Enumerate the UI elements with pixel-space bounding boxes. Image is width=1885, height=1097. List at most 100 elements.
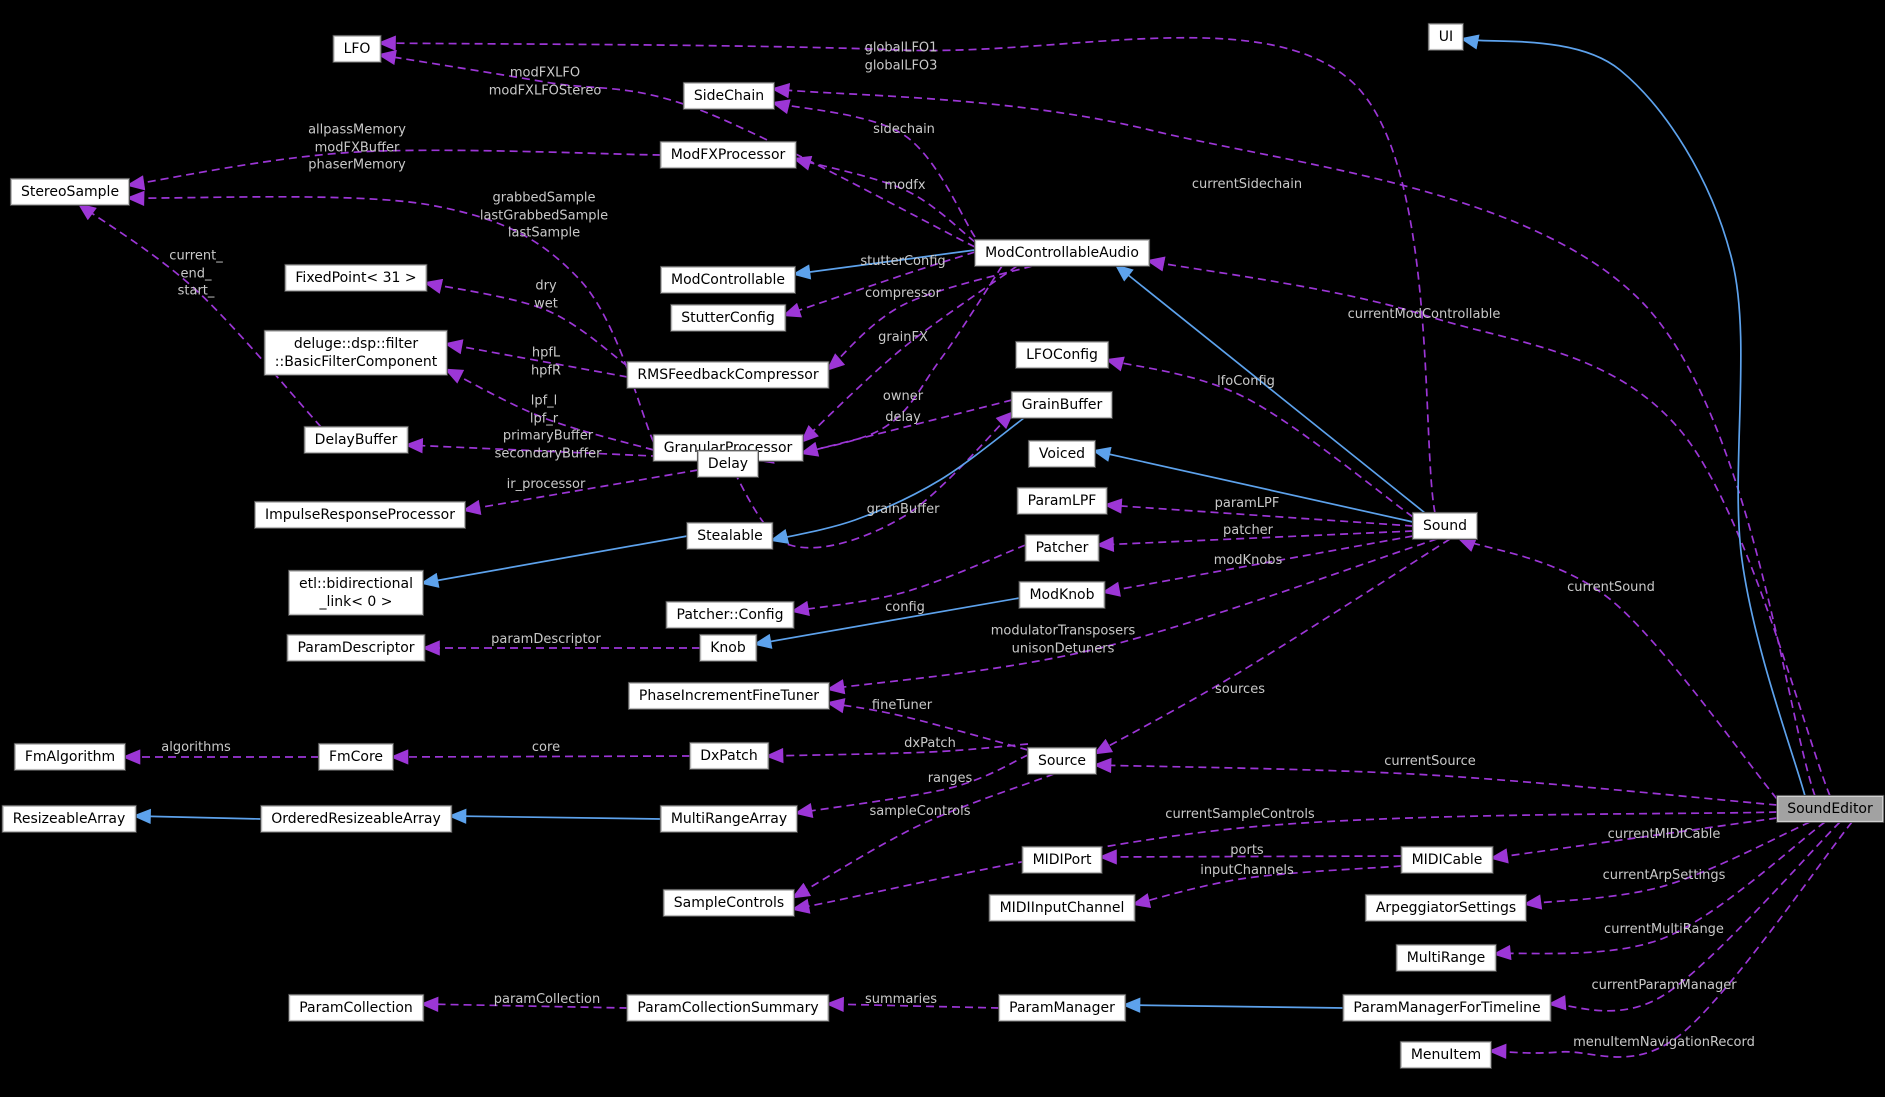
edge-label-modfx: modfx bbox=[884, 178, 926, 194]
edge-grainbuffer-stealable bbox=[769, 417, 1025, 544]
node-basicfiltercomponent[interactable]: deluge::dsp::filter ::BasicFilterCompone… bbox=[264, 330, 448, 376]
node-etl_bidirectional_link[interactable]: etl::bidirectional _link< 0 > bbox=[288, 570, 424, 616]
edge-label-ir_processor: ir_processor bbox=[506, 477, 586, 493]
edge-label-currentMultiRange: currentMultiRange bbox=[1604, 922, 1724, 938]
node-source[interactable]: Source bbox=[1027, 747, 1097, 775]
edge-label-patcher: patcher bbox=[1222, 523, 1274, 539]
edge-delaybuffer-stereosample bbox=[77, 203, 322, 428]
edge-rms-basicfilter bbox=[443, 339, 628, 378]
edge-label-primaryBuffer: primaryBuffer secondaryBuffer bbox=[494, 428, 602, 461]
node-modcontrollable[interactable]: ModControllable bbox=[661, 266, 795, 294]
edge-midicable-midiport bbox=[1098, 849, 1402, 865]
node-midicable[interactable]: MIDICable bbox=[1401, 846, 1493, 874]
edge-label-grainBuffer: grainBuffer bbox=[866, 502, 940, 518]
edge-label-hpfL: hpfL hpfR bbox=[530, 345, 562, 378]
edge-label-ports: ports bbox=[1230, 843, 1264, 859]
node-impulseresponseprocessor[interactable]: ImpulseResponseProcessor bbox=[255, 501, 465, 529]
node-paramcollection[interactable]: ParamCollection bbox=[289, 994, 423, 1022]
edge-label-currentSource: currentSource bbox=[1384, 754, 1476, 770]
edge-soundeditor-ui bbox=[1459, 34, 1806, 797]
node-paramcollectionsummary[interactable]: ParamCollectionSummary bbox=[627, 994, 829, 1022]
edge-label-menuItemNavigationRecord: menuItemNavigationRecord bbox=[1573, 1035, 1755, 1051]
edge-label-allpassMemory: allpassMemory modFXBuffer phaserMemory bbox=[308, 122, 406, 173]
node-ui[interactable]: UI bbox=[1428, 23, 1464, 51]
edge-label-paramLPF: paramLPF bbox=[1214, 496, 1280, 512]
edge-label-globalLFO1: globalLFO1 globalLFO3 bbox=[864, 40, 938, 73]
node-modknob[interactable]: ModKnob bbox=[1019, 581, 1105, 609]
node-stereosample[interactable]: StereoSample bbox=[10, 178, 130, 206]
edge-label-modKnobs: modKnobs bbox=[1213, 553, 1283, 569]
edge-soundeditor-menuitem bbox=[1487, 821, 1853, 1059]
node-modcontrollableaudio[interactable]: ModControllableAudio bbox=[975, 239, 1149, 267]
edge-mca-delay bbox=[755, 265, 1003, 464]
node-fixedpoint[interactable]: FixedPoint< 31 > bbox=[285, 264, 427, 292]
edge-label-sidechain: sidechain bbox=[873, 122, 935, 138]
node-granularprocessor[interactable]: GranularProcessor bbox=[653, 434, 803, 462]
node-menuitem[interactable]: MenuItem bbox=[1400, 1041, 1492, 1069]
node-knob[interactable]: Knob bbox=[700, 634, 756, 662]
node-orderedresizeablearray[interactable]: OrderedResizeableArray bbox=[261, 805, 451, 833]
edge-label-inputChannels: inputChannels bbox=[1200, 863, 1294, 879]
edge-label-currentSampleControls: currentSampleControls bbox=[1165, 807, 1315, 823]
edge-label-dxPatch: dxPatch bbox=[904, 736, 956, 752]
node-sidechain[interactable]: SideChain bbox=[683, 82, 775, 110]
edge-label-currentModControllable: currentModControllable bbox=[1347, 307, 1501, 323]
edge-label-core: core bbox=[531, 740, 561, 756]
edge-soundeditor-mca bbox=[1145, 256, 1831, 797]
edge-granular-stereosample bbox=[125, 190, 655, 443]
node-lfoconfig[interactable]: LFOConfig bbox=[1016, 341, 1108, 369]
node-phaseincrementfinetuner[interactable]: PhaseIncrementFineTuner bbox=[628, 682, 830, 710]
node-patcher_config[interactable]: Patcher::Config bbox=[666, 601, 794, 629]
edge-soundeditor-sound bbox=[1457, 537, 1778, 800]
node-paramlpf[interactable]: ParamLPF bbox=[1017, 487, 1107, 515]
node-rmsfeedbackcompressor[interactable]: RMSFeedbackCompressor bbox=[627, 361, 829, 389]
edge-label-lpf_l: lpf_l lpf_r bbox=[529, 393, 559, 426]
node-fmcore[interactable]: FmCore bbox=[318, 743, 394, 771]
node-fmalgorithm[interactable]: FmAlgorithm bbox=[14, 743, 126, 771]
node-delaybuffer[interactable]: DelayBuffer bbox=[304, 426, 408, 454]
edge-rms-fixedpoint bbox=[423, 278, 628, 367]
node-modfxprocessor[interactable]: ModFXProcessor bbox=[660, 141, 796, 169]
node-midiport[interactable]: MIDIPort bbox=[1022, 846, 1102, 874]
edge-label-stutterConfig: stutterConfig bbox=[860, 254, 946, 270]
node-delay[interactable]: Delay bbox=[697, 450, 759, 478]
node-samplecontrols[interactable]: SampleControls bbox=[663, 889, 795, 917]
edge-source-pift bbox=[825, 698, 1029, 751]
edge-pmft-parammanager bbox=[1121, 997, 1344, 1013]
node-voiced[interactable]: Voiced bbox=[1028, 440, 1096, 468]
node-parammanager[interactable]: ParamManager bbox=[999, 994, 1125, 1022]
edge-label-paramCollection: paramCollection bbox=[493, 992, 601, 1008]
node-soundeditor[interactable]: SoundEditor bbox=[1777, 795, 1883, 823]
node-paramdescriptor[interactable]: ParamDescriptor bbox=[287, 634, 425, 662]
edge-label-current_: current_ end_ start_ bbox=[169, 248, 223, 299]
edge-label-currentMIDICable: currentMIDICable bbox=[1607, 827, 1721, 843]
node-grainbuffer[interactable]: GrainBuffer bbox=[1011, 391, 1113, 419]
node-midiinputchannel[interactable]: MIDIInputChannel bbox=[989, 894, 1135, 922]
node-stealable[interactable]: Stealable bbox=[687, 522, 773, 550]
edge-label-modFXLFO: modFXLFO modFXLFOStereo bbox=[488, 65, 602, 98]
edge-soundeditor-pmft bbox=[1547, 821, 1841, 1012]
edge-grainbuffer-granular bbox=[799, 399, 1013, 457]
node-arpeggiatorsettings[interactable]: ArpeggiatorSettings bbox=[1365, 894, 1527, 922]
node-dxpatch[interactable]: DxPatch bbox=[690, 742, 768, 770]
node-multirange[interactable]: MultiRange bbox=[1396, 944, 1496, 972]
edge-label-sources: sources bbox=[1215, 682, 1265, 698]
node-lfo[interactable]: LFO bbox=[333, 35, 381, 63]
edge-label-summaries: summaries bbox=[864, 992, 938, 1008]
edge-sound-pift bbox=[825, 538, 1438, 695]
edge-modfxprocessor-stereosample bbox=[125, 149, 661, 191]
edge-mca-modcontrollable bbox=[791, 249, 976, 280]
node-patcher[interactable]: Patcher bbox=[1025, 534, 1099, 562]
node-resizeablearray[interactable]: ResizeableArray bbox=[2, 805, 136, 833]
node-multirangearray[interactable]: MultiRangeArray bbox=[660, 805, 798, 833]
edge-label-grabbedSample: grabbedSample lastGrabbedSample lastSamp… bbox=[479, 190, 609, 241]
edge-mca-modfxprocessor bbox=[792, 155, 976, 243]
node-stutterconfig[interactable]: StutterConfig bbox=[671, 304, 785, 332]
edge-label-currentSidechain: currentSidechain bbox=[1191, 177, 1303, 193]
edge-granular-basicfilter bbox=[444, 368, 654, 451]
edge-soundeditor-samplecontrols bbox=[790, 811, 1778, 914]
edge-source-samplecontrols bbox=[791, 773, 1055, 899]
node-parammanagerfortimeline[interactable]: ParamManagerForTimeline bbox=[1343, 994, 1551, 1022]
node-sound[interactable]: Sound bbox=[1412, 512, 1478, 540]
